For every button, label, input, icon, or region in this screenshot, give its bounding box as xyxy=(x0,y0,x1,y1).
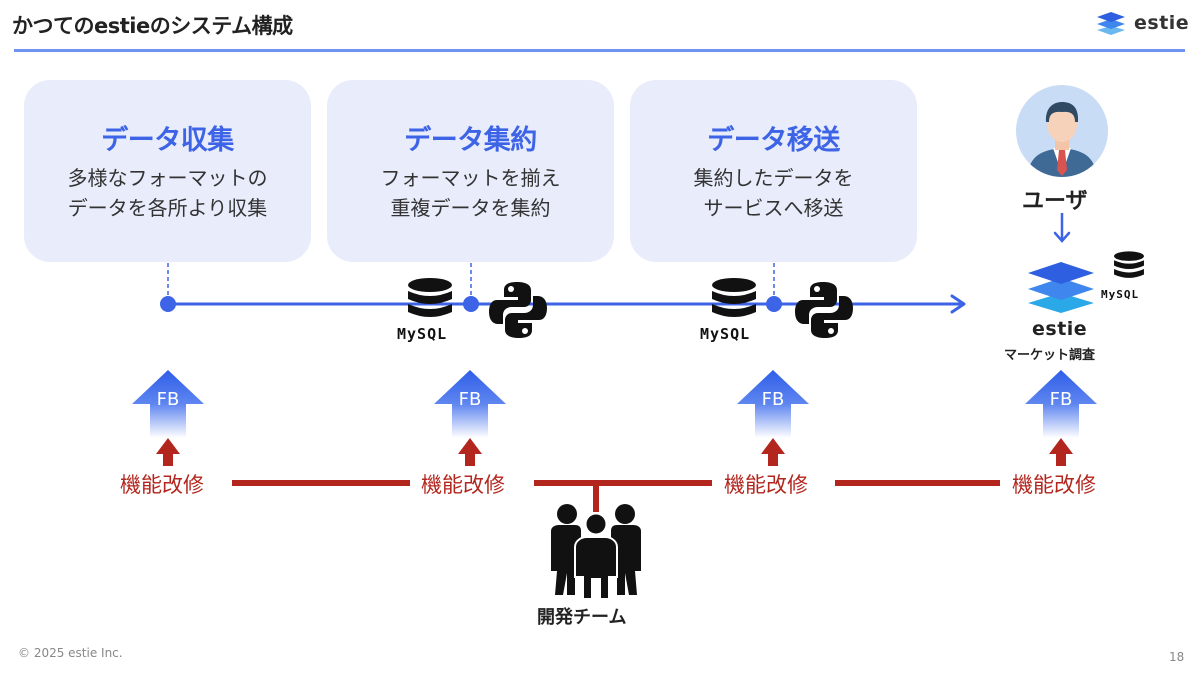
stage-title: データ収集 xyxy=(101,125,234,156)
estie-layers-icon xyxy=(1097,12,1125,35)
copyright: © 2025 estie Inc. xyxy=(18,646,123,660)
pipeline-node xyxy=(766,296,782,312)
logo-text: estie xyxy=(1134,12,1190,34)
improvement-label: 機能改修 xyxy=(120,473,204,497)
stage-box-aggregate: データ集約 フォーマットを揃え 重複データを集約 xyxy=(327,80,614,262)
stage-desc-line: 重複データを集約 xyxy=(390,196,551,220)
pipeline-node xyxy=(463,296,479,312)
user-arrow-head xyxy=(1053,231,1071,243)
user-label: ユーザ xyxy=(1022,189,1088,214)
fb-arrow-2 xyxy=(434,370,506,438)
improve-up-arrow xyxy=(761,438,785,466)
stage-desc-line: 集約したデータを xyxy=(693,166,854,190)
database-icon xyxy=(712,278,756,317)
stage-desc-line: フォーマットを揃え xyxy=(380,166,561,190)
stage-description: 多様なフォーマットの データを各所より収集 xyxy=(24,163,311,223)
slide-title: かつてのestieのシステム構成 xyxy=(12,14,293,38)
stage-box-collect: データ収集 多様なフォーマットの データを各所より収集 xyxy=(24,80,311,262)
stage-box-transfer: データ移送 集約したデータを サービスへ移送 xyxy=(630,80,917,262)
fb-arrow-1 xyxy=(132,370,204,438)
pipeline-node xyxy=(160,296,176,312)
python-icon xyxy=(489,282,547,338)
fb-arrow-3 xyxy=(737,370,809,438)
service-name: estie xyxy=(1032,318,1088,340)
team-icon xyxy=(551,504,641,600)
mysql-label: MySQL xyxy=(700,325,751,343)
mysql-label: MySQL xyxy=(1101,288,1140,301)
stage-title: データ移送 xyxy=(707,125,840,156)
fb-arrow-4 xyxy=(1025,370,1097,438)
stage-title: データ集約 xyxy=(404,125,537,156)
user-avatar-icon xyxy=(1016,85,1108,177)
fb-label: FB xyxy=(761,389,785,410)
fb-label: FB xyxy=(156,389,180,410)
stage-description: フォーマットを揃え 重複データを集約 xyxy=(327,163,614,223)
database-icon xyxy=(1114,251,1144,278)
pipeline-arrowhead xyxy=(950,294,966,314)
stage-desc-line: 多様なフォーマットの xyxy=(67,166,268,190)
improvement-label: 機能改修 xyxy=(724,473,808,497)
estie-service-icon xyxy=(1028,262,1094,313)
estie-logo: estie xyxy=(1094,10,1189,36)
title-divider xyxy=(14,49,1185,52)
stage-desc-line: データを各所より収集 xyxy=(67,196,268,220)
improvement-label: 機能改修 xyxy=(421,473,505,497)
python-icon xyxy=(795,282,853,338)
fb-label: FB xyxy=(1049,389,1073,410)
database-icon xyxy=(408,278,452,317)
fb-label: FB xyxy=(458,389,482,410)
mysql-label: MySQL xyxy=(397,325,448,343)
team-label: 開発チーム xyxy=(537,607,627,628)
page-number: 18 xyxy=(1169,650,1185,664)
improvement-label: 機能改修 xyxy=(1012,473,1096,497)
improve-up-arrow xyxy=(156,438,180,466)
improve-up-arrow xyxy=(458,438,482,466)
stage-desc-line: サービスへ移送 xyxy=(703,196,844,220)
stage-description: 集約したデータを サービスへ移送 xyxy=(630,163,917,223)
service-subtitle: マーケット調査 xyxy=(1004,348,1096,363)
improve-up-arrow xyxy=(1049,438,1073,466)
